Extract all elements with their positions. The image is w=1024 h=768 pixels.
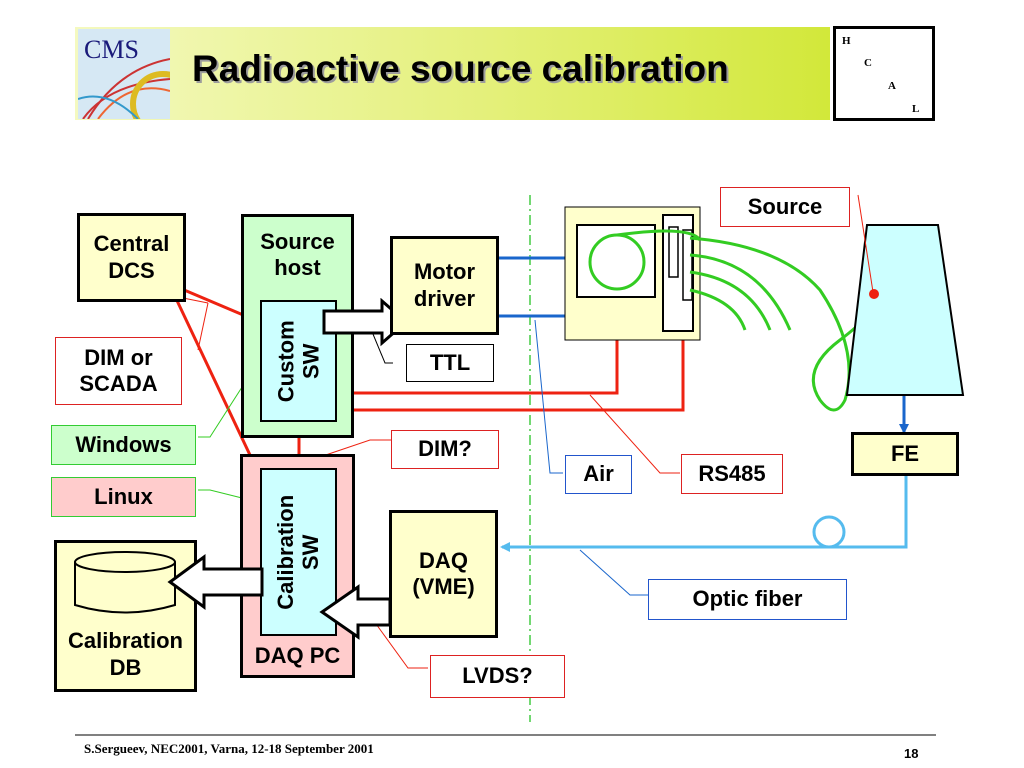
footer-credit: S.Sergueev, NEC2001, Varna, 12-18 Septem… — [84, 741, 374, 756]
motor-driver-label: Motor driver — [413, 259, 476, 311]
hcal-letter-c: C — [864, 57, 872, 69]
hcal-letter-a: A — [888, 80, 896, 92]
ttl-label: TTL — [429, 349, 471, 375]
custom-sw-label: Custom SW — [273, 320, 324, 402]
detector-module — [845, 224, 965, 396]
source-wire — [689, 236, 878, 412]
central-dcs-box: Central DCS — [77, 213, 186, 302]
windows-callout — [198, 369, 254, 438]
source-callout-line — [857, 194, 874, 293]
ttl-callout — [367, 321, 393, 364]
page-number: 18 — [904, 746, 919, 761]
source-label-box: Source — [720, 187, 850, 227]
air-label: Air — [583, 461, 614, 487]
rs485-callout — [589, 394, 680, 474]
cms-logo: CMS — [78, 29, 170, 119]
daq-pc-label: DAQ PC — [254, 643, 341, 668]
title-band — [75, 27, 830, 120]
calibration-db-label: Calibration DB — [68, 628, 183, 680]
calibration-sw-box: Calibration SW — [260, 468, 337, 636]
source-host-label: Source host — [260, 229, 335, 281]
fe-box: FE — [851, 432, 959, 476]
central-dcs-label: Central DCS — [93, 231, 170, 283]
daq-input-arrow — [319, 584, 392, 640]
logo-text: CMS — [84, 35, 139, 64]
optic-fiber-label-box: Optic fiber — [648, 579, 847, 620]
source-point — [869, 289, 879, 299]
rs485-label-box: RS485 — [681, 454, 783, 494]
lvds-label: LVDS? — [462, 663, 533, 689]
lvds-label-box: LVDS? — [430, 655, 565, 698]
linux-label: Linux — [94, 483, 153, 509]
optic-fiber-callout — [579, 549, 650, 596]
daq-vme-label: DAQ (VME) — [412, 547, 475, 599]
optic-fiber-label: Optic fiber — [692, 586, 803, 612]
dcs-to-calibration-link — [170, 289, 260, 474]
dim-or-scada-label-box: DIM or SCADA — [55, 337, 182, 405]
rs485-label: RS485 — [698, 460, 766, 486]
windows-label: Windows — [75, 431, 172, 457]
optic-fiber-line — [500, 475, 908, 552]
fe-label: FE — [890, 440, 920, 466]
rs485-link-2 — [340, 340, 685, 415]
db-write-arrow — [167, 554, 264, 610]
hcal-letter-h: H — [842, 35, 851, 47]
calibration-sw-label: Calibration SW — [273, 494, 324, 610]
linux-callout — [198, 489, 251, 501]
database-icon — [74, 551, 176, 614]
air-label-box: Air — [565, 455, 632, 494]
fiber-loop — [812, 515, 846, 549]
dim-or-scada-label: DIM or SCADA — [79, 344, 158, 396]
air-callout — [534, 319, 563, 474]
ttl-label-box: TTL — [406, 344, 494, 382]
dim-q-label-box: DIM? — [391, 430, 499, 469]
daq-vme-box: DAQ (VME) — [389, 510, 498, 638]
windows-tag: Windows — [51, 425, 196, 465]
dim-q-label: DIM? — [418, 436, 472, 462]
page-title: Radioactive source calibration — [192, 48, 729, 89]
linux-tag: Linux — [51, 477, 196, 517]
motor-driver-box: Motor driver — [390, 236, 499, 335]
source-label: Source — [747, 193, 823, 219]
hcal-letter-l: L — [912, 103, 920, 115]
hcal-logo: H C A L — [833, 26, 935, 121]
